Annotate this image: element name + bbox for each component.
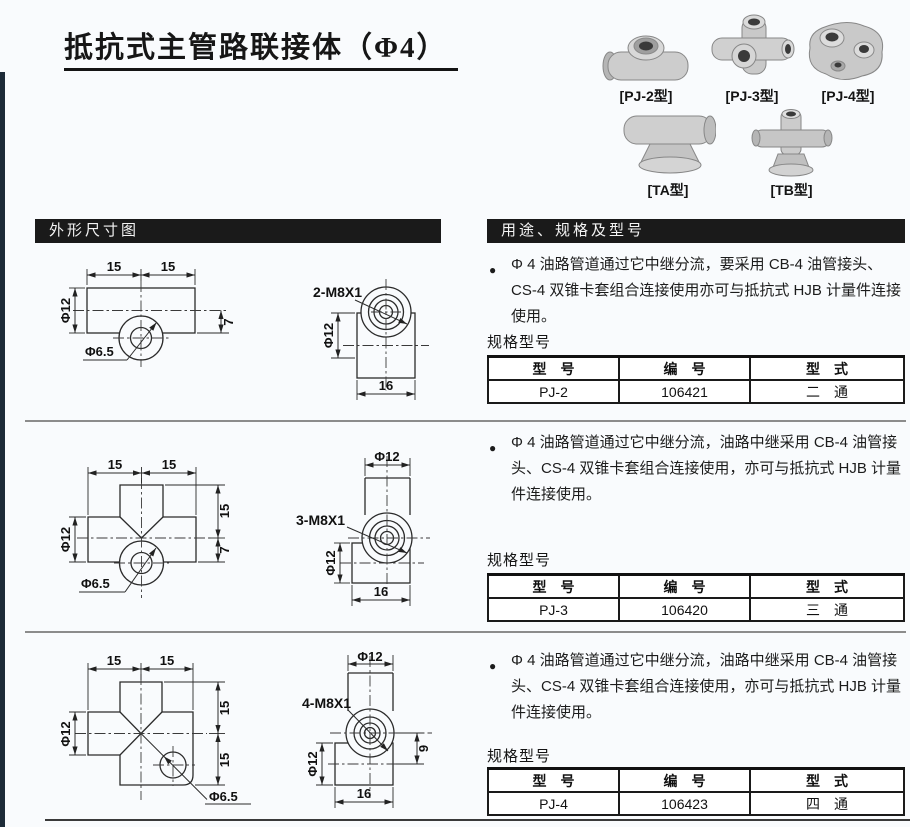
- col-header-code: 编 号: [618, 767, 751, 793]
- dim-body-dia: Φ12: [58, 721, 73, 746]
- cell-model: PJ-3: [487, 597, 620, 622]
- dim-side-dia: Φ12: [323, 550, 338, 575]
- drawing-pj4-front: 15 15 15 15 Φ12 Φ6.5: [58, 653, 251, 805]
- photo-tb: [751, 109, 833, 177]
- thread-label: 3-M8X1: [296, 512, 345, 528]
- photo-label-pj3: [PJ-3型]: [725, 88, 779, 104]
- photo-pj4: [808, 22, 884, 80]
- spec-table-pj2: 型 号 编 号 型 式 PJ-2 106421 二 通: [487, 355, 905, 404]
- photo-pj2: [602, 35, 689, 81]
- cell-type: 二 通: [749, 379, 905, 404]
- cell-code: 106423: [618, 791, 751, 816]
- dim-top-dia: Φ12: [374, 449, 399, 464]
- photo-label-pj4: [PJ-4型]: [821, 88, 875, 104]
- usage-note-1: ● Φ 4 油路管道通过它中继分流，要采用 CB-4 油管接头、CS-4 双锥卡…: [487, 252, 907, 330]
- table-row: PJ-4 106423 四 通: [487, 791, 905, 816]
- page-edge-bottom: [45, 819, 910, 821]
- usage-note-3: ● Φ 4 油路管道通过它中继分流，油路中继采用 CB-4 油管接头、CS-4 …: [487, 648, 907, 726]
- bullet-icon: ●: [489, 263, 497, 277]
- dim-width-left: 15: [107, 653, 121, 668]
- dim-width-right: 15: [160, 653, 174, 668]
- page-title: 抵抗式主管路联接体（Φ4）: [64, 32, 448, 64]
- header-dimensions: 外形尺寸图: [35, 219, 441, 243]
- dim-body-dia: Φ12: [58, 527, 73, 552]
- usage-note-2: ● Φ 4 油路管道通过它中继分流，油路中继采用 CB-4 油管接头、CS-4 …: [487, 430, 907, 508]
- spec-table-pj4: 型 号 编 号 型 式 PJ-4 106423 四 通: [487, 767, 905, 816]
- dim-hole: Φ6.5: [85, 344, 114, 359]
- photo-pj3: [711, 14, 795, 75]
- dim-hole: Φ6.5: [81, 576, 110, 591]
- dim-offset: 9: [416, 745, 431, 752]
- spec-title-3: 规格型号: [487, 748, 552, 765]
- bullet-icon: ●: [489, 659, 497, 673]
- dim-width-left: 15: [108, 457, 122, 472]
- dim-branch-height: 15: [217, 504, 232, 518]
- dim-offset: 7: [221, 318, 236, 325]
- dim-side-length: 16: [374, 584, 388, 599]
- col-header-model: 型 号: [487, 355, 620, 381]
- usage-text-1: Φ 4 油路管道通过它中继分流，要采用 CB-4 油管接头、CS-4 双锥卡套组…: [511, 256, 902, 325]
- col-header-code: 编 号: [618, 573, 751, 599]
- cell-code: 106421: [618, 379, 751, 404]
- spec-title-2: 规格型号: [487, 552, 552, 569]
- photo-ta: [623, 115, 716, 174]
- dim-side-length: 16: [357, 786, 371, 801]
- col-header-model: 型 号: [487, 573, 620, 599]
- header-usage: 用途、规格及型号: [487, 219, 905, 243]
- drawing-pj2-side: 2-M8X1 Φ12 16: [313, 279, 429, 400]
- spec-table-pj3: 型 号 编 号 型 式 PJ-3 106420 三 通: [487, 573, 905, 622]
- col-header-model: 型 号: [487, 767, 620, 793]
- dim-side-length: 16: [379, 378, 393, 393]
- col-header-type: 型 式: [749, 767, 905, 793]
- dim-side-dia: Φ12: [321, 323, 336, 348]
- table-row: PJ-2 106421 二 通: [487, 379, 905, 404]
- dim-branch-height: 15: [217, 701, 232, 715]
- col-header-type: 型 式: [749, 355, 905, 381]
- section-divider-2: [25, 631, 906, 633]
- dim-width-right: 15: [162, 457, 176, 472]
- drawing-pj4-side: Φ12 4-M8X1 9 Φ12 16: [302, 649, 432, 808]
- usage-text-2: Φ 4 油路管道通过它中继分流，油路中继采用 CB-4 油管接头、CS-4 双锥…: [511, 434, 902, 503]
- table-row: PJ-3 106420 三 通: [487, 597, 905, 622]
- photo-label-tb: [TB型]: [770, 182, 813, 198]
- photo-label-ta: [TA型]: [647, 182, 689, 198]
- drawing-pj2-front: 15 15 Φ12 7 Φ6.5: [58, 259, 236, 367]
- usage-text-3: Φ 4 油路管道通过它中继分流，油路中继采用 CB-4 油管接头、CS-4 双锥…: [511, 652, 902, 721]
- cell-type: 四 通: [749, 791, 905, 816]
- cell-code: 106420: [618, 597, 751, 622]
- col-header-code: 编 号: [618, 355, 751, 381]
- page-edge-left: [0, 72, 5, 827]
- dim-width-right: 15: [161, 259, 175, 274]
- col-header-type: 型 式: [749, 573, 905, 599]
- thread-label: 4-M8X1: [302, 695, 351, 711]
- cell-model: PJ-2: [487, 379, 620, 404]
- section-divider-1: [25, 420, 906, 422]
- spec-title-1: 规格型号: [487, 334, 552, 351]
- thread-label: 2-M8X1: [313, 284, 362, 300]
- cell-type: 三 通: [749, 597, 905, 622]
- dim-top-dia: Φ12: [357, 649, 382, 664]
- cell-model: PJ-4: [487, 791, 620, 816]
- drawing-pj3-front: 15 15 15 7 Φ12 Φ6.5: [58, 457, 232, 598]
- photo-label-pj2: [PJ-2型]: [619, 88, 673, 104]
- bullet-icon: ●: [489, 441, 497, 455]
- dim-width-left: 15: [107, 259, 121, 274]
- dim-body-dia: Φ12: [58, 298, 73, 323]
- dim-hole: Φ6.5: [209, 789, 238, 804]
- dim-offset: 7: [217, 546, 232, 553]
- drawing-pj3-side: Φ12 3-M8X1 Φ12 16: [296, 449, 430, 606]
- title-underline: [64, 68, 458, 71]
- dim-lower-height: 15: [217, 753, 232, 767]
- dim-side-dia: Φ12: [305, 751, 320, 776]
